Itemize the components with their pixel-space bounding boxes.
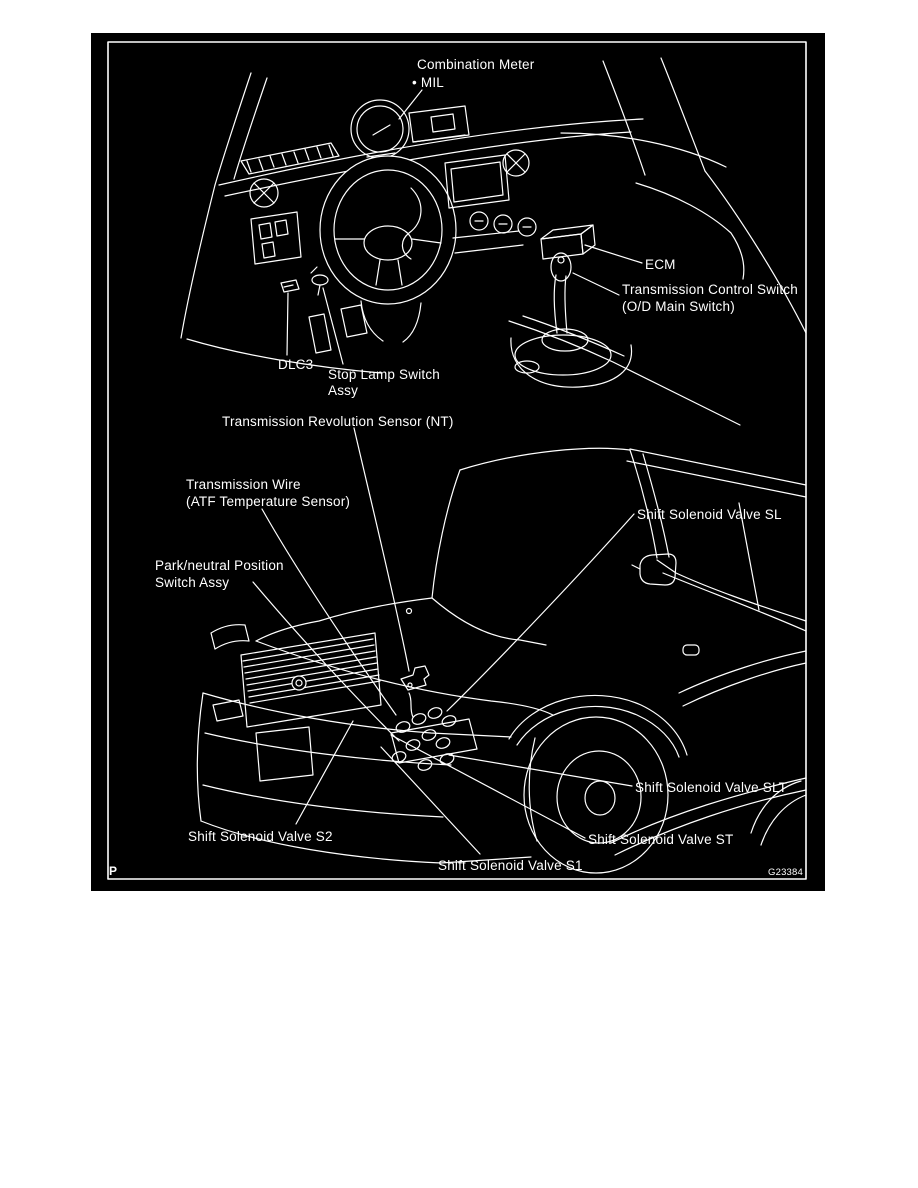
side-mirror bbox=[631, 553, 677, 586]
hood-front-seam bbox=[255, 640, 554, 716]
cowl-line bbox=[431, 597, 547, 646]
valve-body-plate bbox=[390, 718, 478, 764]
left-a-pillar bbox=[214, 72, 252, 186]
windshield-left-edge bbox=[431, 469, 461, 599]
door-crease bbox=[678, 650, 807, 707]
rear-wheel-arch bbox=[750, 780, 807, 846]
left-air-vent bbox=[249, 178, 279, 208]
component-location-diagram: Combination Meter • MIL ECM Transmission… bbox=[91, 33, 825, 891]
shift-lever-console bbox=[510, 252, 633, 388]
leader-combination-meter bbox=[398, 89, 423, 120]
windshield-header bbox=[459, 447, 631, 471]
figure-border bbox=[107, 41, 807, 880]
window-sill bbox=[656, 559, 807, 632]
fender-arch bbox=[508, 694, 688, 756]
brake-pedal bbox=[340, 304, 368, 338]
roof-edge bbox=[626, 448, 807, 498]
label-atf-temperature-sensor: (ATF Temperature Sensor) bbox=[186, 494, 351, 509]
label-transmission-wire: Transmission Wire bbox=[186, 477, 301, 492]
grille bbox=[240, 632, 382, 728]
floor-line bbox=[186, 338, 382, 374]
page-mark: P bbox=[109, 864, 118, 878]
console-floor-lines bbox=[508, 315, 741, 426]
steering-wheel bbox=[319, 155, 457, 305]
leader-stop-lamp-switch bbox=[322, 287, 344, 365]
leader-ecm bbox=[584, 244, 643, 264]
gauge-cluster bbox=[350, 99, 410, 159]
leader-s1 bbox=[380, 746, 481, 855]
label-shift-solenoid-s1: Shift Solenoid Valve S1 bbox=[438, 858, 583, 873]
center-stack bbox=[444, 154, 537, 254]
leader-transmission-wire bbox=[261, 508, 397, 716]
rocker-panel bbox=[610, 777, 807, 856]
leader-transmission-control-switch bbox=[572, 272, 620, 296]
combination-meter-pod bbox=[408, 105, 470, 143]
fog-lamp bbox=[212, 699, 244, 722]
b-pillar bbox=[738, 502, 760, 611]
hood-side-edge bbox=[255, 597, 433, 642]
label-shift-solenoid-slt: Shift Solenoid Valve SLT bbox=[635, 780, 788, 795]
washer-nozzle bbox=[405, 607, 413, 615]
label-stop-lamp-switch: Stop Lamp Switch bbox=[328, 367, 441, 382]
leader-pnp-switch bbox=[252, 581, 400, 742]
dash-top-edge bbox=[218, 118, 644, 186]
label-pnp-switch: Park/neutral Position bbox=[155, 558, 284, 573]
passenger-dash-lines bbox=[560, 132, 745, 280]
center-air-vent bbox=[502, 149, 530, 177]
label-shift-solenoid-sl: Shift Solenoid Valve SL bbox=[637, 507, 782, 522]
leader-nt-sensor bbox=[353, 427, 410, 672]
label-combination-meter: Combination Meter bbox=[417, 57, 535, 72]
shift-knob bbox=[550, 252, 572, 282]
label-shift-solenoid-st: Shift Solenoid Valve ST bbox=[588, 832, 734, 847]
label-stop-lamp-switch-assy: Assy bbox=[328, 383, 359, 398]
label-shift-solenoid-s2: Shift Solenoid Valve S2 bbox=[188, 829, 333, 844]
diagram-line-art bbox=[107, 41, 807, 880]
headlight bbox=[210, 624, 250, 650]
front-wheel bbox=[523, 716, 669, 874]
accelerator-pedal bbox=[308, 313, 332, 354]
figure-id-code: G23384 bbox=[768, 867, 804, 878]
leader-st bbox=[390, 734, 586, 839]
right-a-pillar bbox=[602, 60, 646, 176]
steering-column bbox=[360, 300, 422, 343]
leader-dlc3 bbox=[286, 292, 289, 356]
label-od-main-switch: (O/D Main Switch) bbox=[622, 299, 735, 314]
leader-slt bbox=[448, 754, 633, 787]
label-ecm: ECM bbox=[645, 257, 676, 272]
defroster-vent-strip bbox=[240, 142, 340, 175]
driver-switch-panel bbox=[250, 211, 302, 265]
od-main-switch-button bbox=[557, 256, 565, 264]
label-pnp-switch-assy: Switch Assy bbox=[155, 575, 230, 590]
door-handle bbox=[682, 644, 700, 656]
vehicle-illustration bbox=[196, 427, 807, 874]
solenoid-cluster bbox=[390, 707, 478, 771]
dlc3-connector bbox=[280, 279, 300, 293]
label-nt-sensor: Transmission Revolution Sensor (NT) bbox=[222, 414, 454, 429]
dashboard-illustration bbox=[180, 57, 807, 426]
leader-s2 bbox=[295, 720, 354, 825]
stop-lamp-switch bbox=[310, 266, 329, 296]
vehicle-a-pillar bbox=[629, 449, 670, 559]
label-mil: • MIL bbox=[412, 75, 444, 90]
ecm-box bbox=[540, 224, 596, 260]
front-bumper bbox=[196, 692, 532, 864]
emblem bbox=[291, 675, 307, 691]
label-dlc3: DLC3 bbox=[278, 357, 314, 372]
nt-sensor bbox=[400, 665, 430, 718]
label-transmission-control-switch: Transmission Control Switch bbox=[622, 282, 798, 297]
license-plate bbox=[255, 726, 314, 782]
leader-sl bbox=[446, 513, 635, 712]
